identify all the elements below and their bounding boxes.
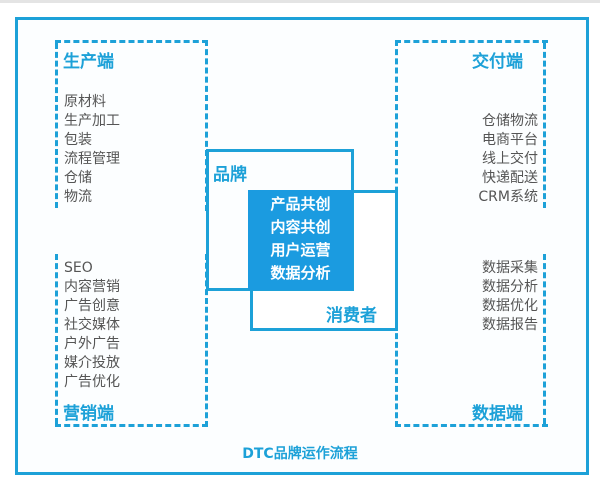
list-item: 数据分析 <box>482 279 538 295</box>
core-item: 数据分析 <box>270 264 331 282</box>
list-item: 生产加工 <box>64 113 120 129</box>
brand-label: 品牌 <box>213 165 247 185</box>
list-item: 内容营销 <box>64 279 120 295</box>
marketing-box <box>55 254 208 427</box>
list-item: 数据采集 <box>482 260 538 276</box>
list-item: 媒介投放 <box>64 355 120 371</box>
core-item: 内容共创 <box>270 218 331 236</box>
list-item: 原材料 <box>64 94 106 110</box>
marketing-label: 营销端 <box>63 404 114 424</box>
core-item: 产品共创 <box>270 195 331 213</box>
consumer-label: 消费者 <box>326 306 377 326</box>
list-item: 快递配送 <box>482 170 538 186</box>
list-item: 流程管理 <box>64 151 120 167</box>
data-box <box>395 254 548 427</box>
list-item: 仓储物流 <box>482 113 538 129</box>
list-item: 物流 <box>64 189 92 205</box>
production-box <box>55 40 208 211</box>
list-item: 仓储 <box>64 170 92 186</box>
core-item: 用户运营 <box>270 241 331 259</box>
data-box-right <box>543 254 546 424</box>
list-item: 数据优化 <box>482 298 538 314</box>
production-list: 原材料 生产加工 包装 流程管理 仓储 物流 <box>64 93 120 207</box>
delivery-box <box>395 40 548 211</box>
data-list: 数据采集 数据分析 数据优化 数据报告 <box>470 259 538 335</box>
core-activities: 产品共创 内容共创 用户运营 数据分析 <box>248 190 353 290</box>
production-box-left <box>55 43 58 208</box>
data-label: 数据端 <box>472 404 523 424</box>
delivery-box-right <box>543 43 546 208</box>
list-item: SEO <box>64 260 93 276</box>
list-item: 户外广告 <box>64 336 120 352</box>
list-item: 广告优化 <box>64 374 120 390</box>
list-item: 数据报告 <box>482 317 538 333</box>
list-item: 社交媒体 <box>64 317 120 333</box>
list-item: CRM系统 <box>478 189 538 205</box>
delivery-label: 交付端 <box>472 52 523 72</box>
diagram-title: DTC品牌运作流程 <box>242 446 358 462</box>
marketing-box-left <box>55 254 58 424</box>
list-item: 线上交付 <box>482 151 538 167</box>
list-item: 电商平台 <box>482 132 538 148</box>
top-border <box>0 0 600 3</box>
list-item: 包装 <box>64 132 92 148</box>
marketing-list: SEO 内容营销 广告创意 社交媒体 户外广告 媒介投放 广告优化 <box>64 259 120 392</box>
production-label: 生产端 <box>63 52 114 72</box>
list-item: 广告创意 <box>64 298 120 314</box>
delivery-list: 仓储物流 电商平台 线上交付 快递配送 CRM系统 <box>470 112 538 207</box>
